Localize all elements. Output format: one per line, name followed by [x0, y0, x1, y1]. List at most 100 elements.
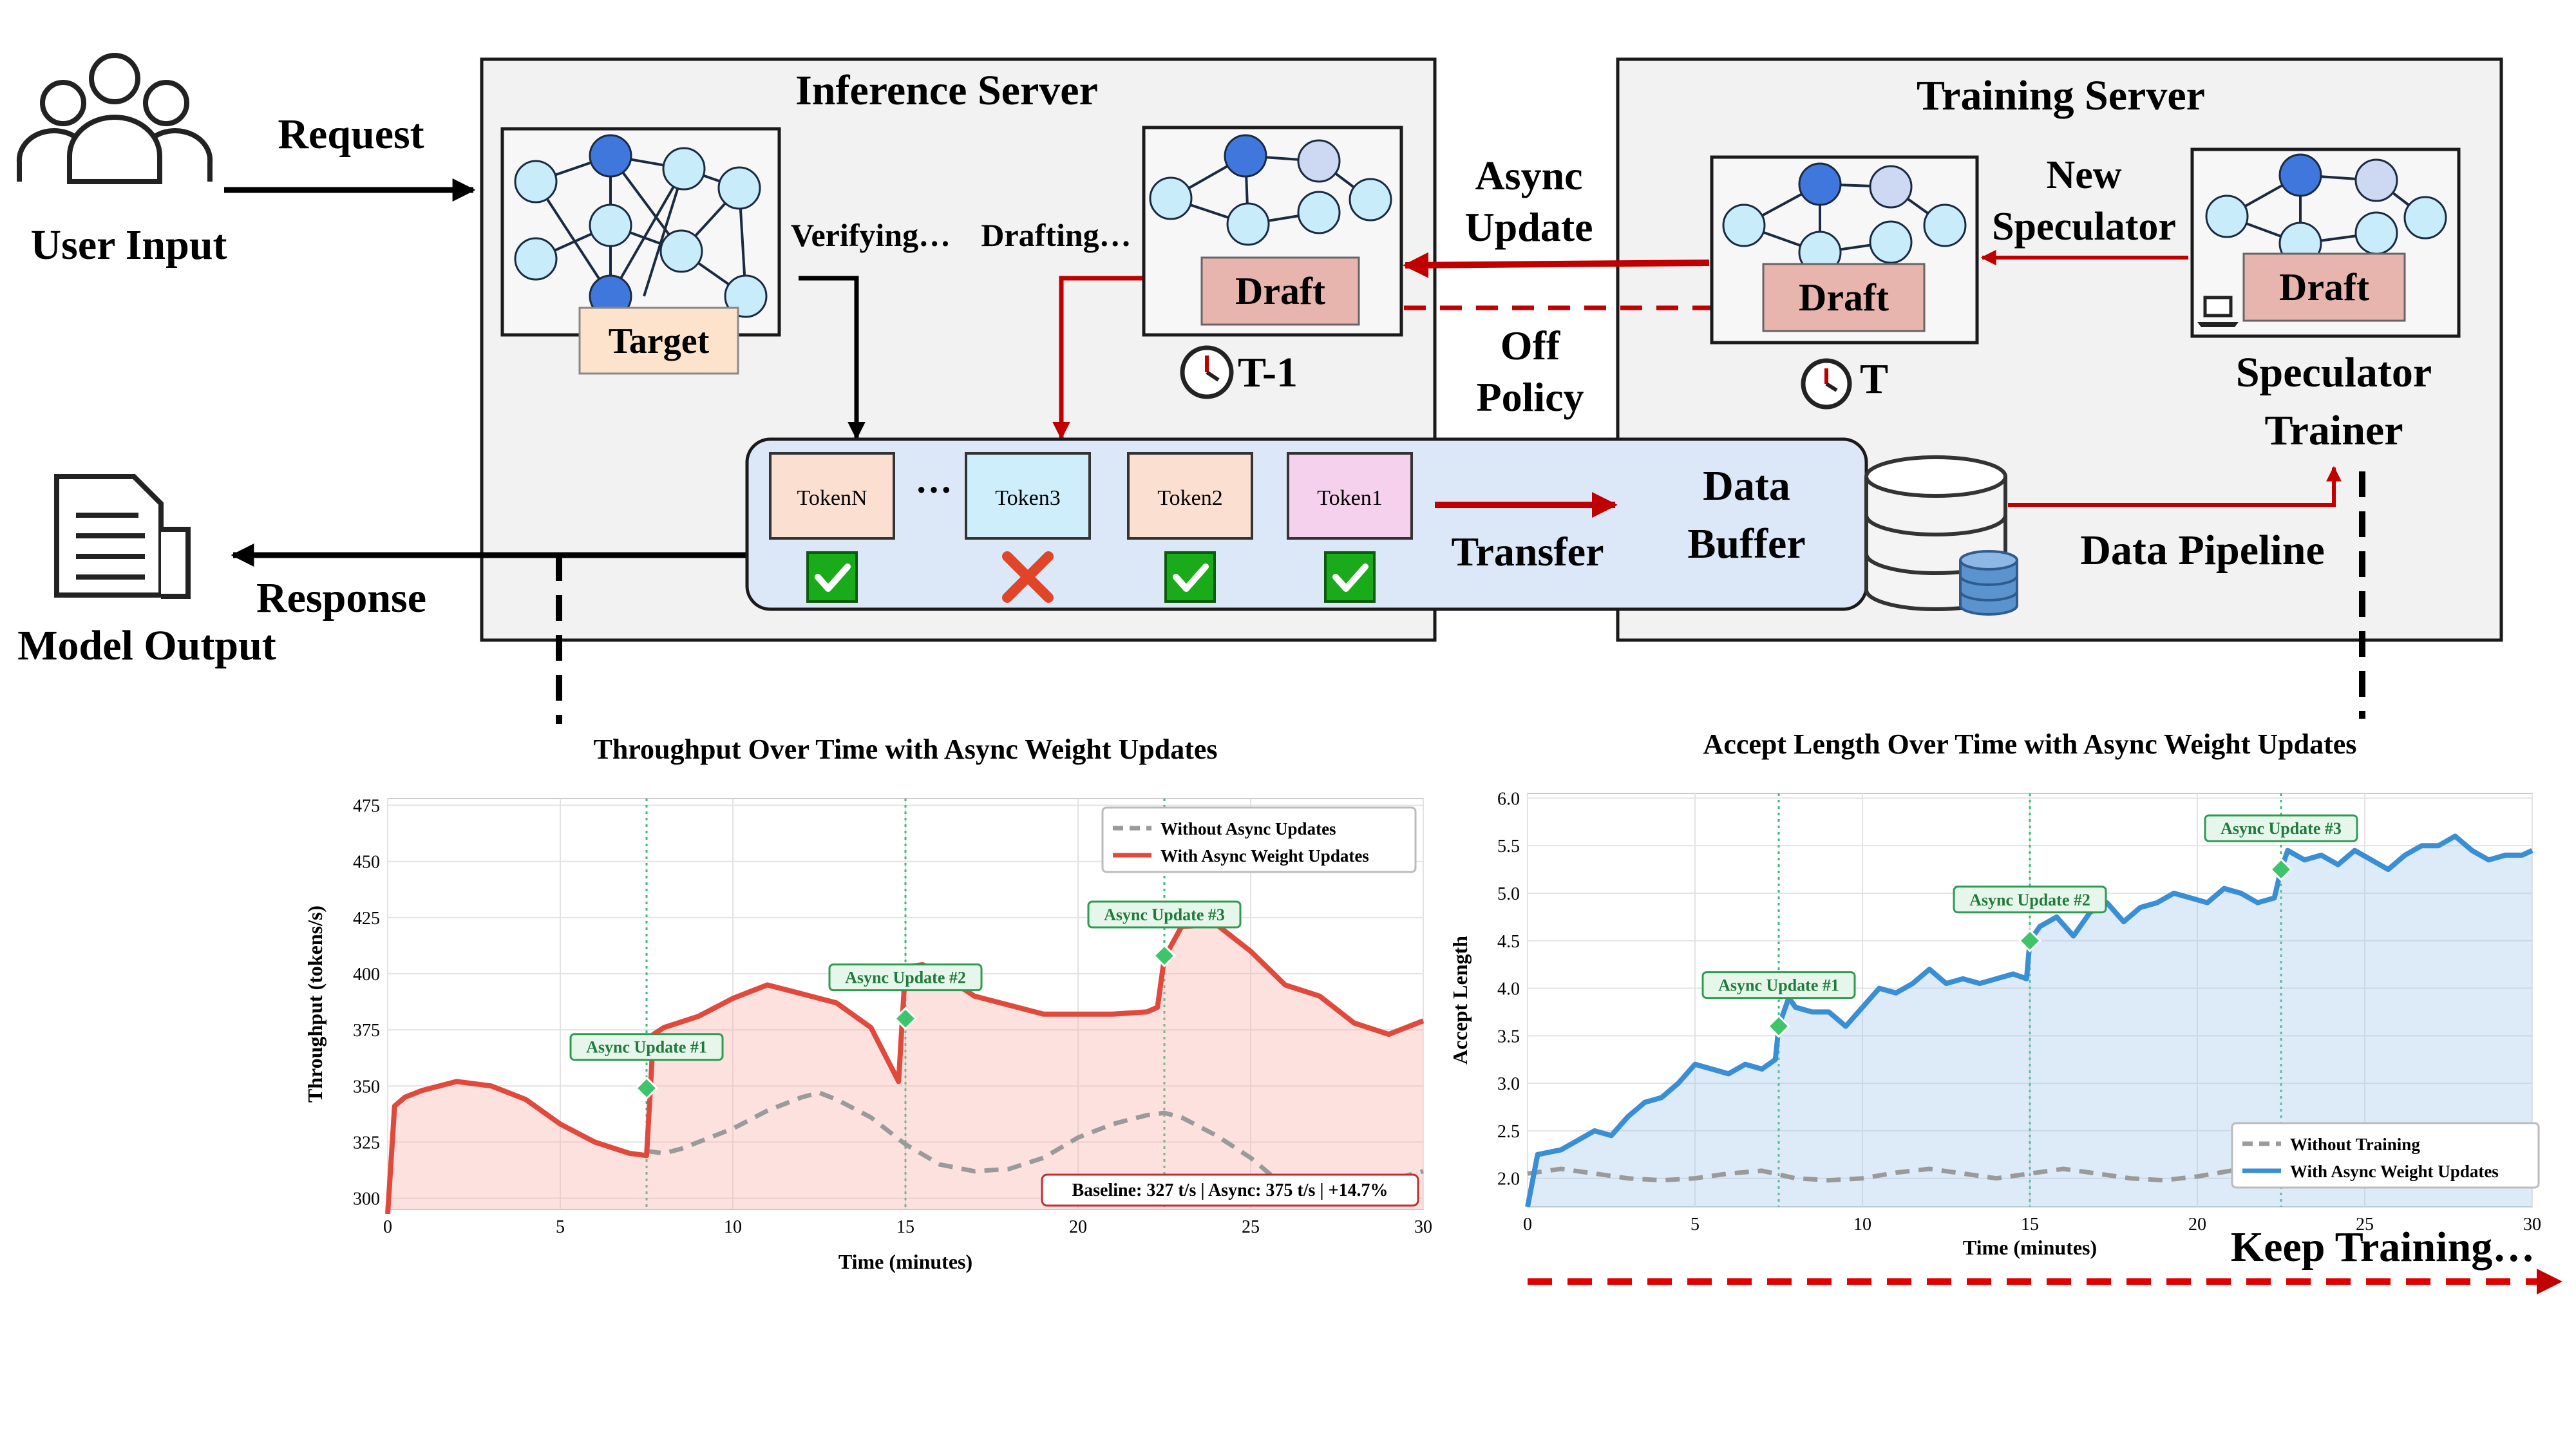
token-box — [965, 452, 1091, 540]
update-annotation-box — [569, 1033, 724, 1061]
draft-label-trainer: Draft — [2279, 266, 2369, 308]
cross-icon — [1002, 551, 1054, 603]
token-box — [1127, 452, 1253, 540]
keep-training-label: Keep Training… — [2231, 1224, 2535, 1271]
async-update-label-line2: Update — [1464, 204, 1593, 250]
check-icon — [806, 551, 858, 603]
x-tick-label: 15 — [896, 1217, 914, 1237]
y-tick-label: 350 — [353, 1077, 380, 1097]
y-tick-label: 4.5 — [1497, 932, 1520, 952]
y-tick-label: 2.5 — [1497, 1122, 1520, 1142]
verifying-label: Verifying… — [791, 217, 951, 253]
new-speculator-label-line1: New — [2046, 153, 2121, 197]
update-annotation-label: Async Update #3 — [1104, 905, 1225, 924]
token-label: Token2 — [1157, 486, 1223, 510]
t-label: T — [1860, 355, 1888, 402]
y-axis-label: Throughput (tokens/s) — [303, 905, 327, 1103]
chart-legend — [1101, 806, 1417, 873]
t-minus-1-label: T-1 — [1238, 349, 1298, 396]
x-tick-label: 30 — [1414, 1217, 1432, 1237]
check-icon — [1164, 551, 1216, 603]
x-tick-label: 0 — [1523, 1215, 1532, 1235]
legend-label: Without Async Updates — [1160, 819, 1336, 838]
training-server-title: Training Server — [1917, 72, 2205, 119]
x-tick-label: 25 — [2356, 1215, 2374, 1235]
update-diamond-marker — [2018, 929, 2042, 952]
update-annotation-box — [1701, 971, 1856, 999]
request-label: Request — [278, 111, 424, 158]
token-box — [1287, 452, 1413, 540]
legend-label: Without Training — [2290, 1135, 2420, 1154]
chart-title: Throughput Over Time with Async Weight U… — [593, 734, 1217, 765]
update-annotation-label: Async Update #1 — [586, 1038, 707, 1057]
new-speculator-label-line2: Speculator — [1992, 205, 2176, 249]
data-pipeline-label: Data Pipeline — [2080, 527, 2324, 574]
data-buffer-label-line2: Buffer — [1687, 520, 1805, 567]
token-box — [769, 452, 895, 540]
throughput-chart: Throughput Over Time with Async Weight U… — [303, 734, 1432, 1273]
x-axis-label: Time (minutes) — [1963, 1236, 2097, 1259]
inference-server-title: Inference Server — [795, 67, 1098, 114]
speculator-trainer-label-line2: Trainer — [2264, 407, 2403, 454]
check-icon — [1324, 551, 1376, 603]
y-tick-label: 325 — [353, 1133, 380, 1153]
y-tick-label: 450 — [353, 853, 380, 873]
data-pipeline-arrow — [2008, 466, 2342, 507]
draft-model-t-minus-1-box: Draft — [1142, 126, 1403, 337]
x-tick-label: 15 — [2021, 1215, 2039, 1235]
update-diamond-marker — [2269, 857, 2293, 882]
summary-label: Baseline: 327 t/s | Async: 375 t/s | +14… — [1072, 1180, 1388, 1200]
update-diamond-marker — [893, 1007, 918, 1030]
y-tick-label: 300 — [353, 1189, 380, 1209]
drafting-label: Drafting… — [981, 217, 1131, 253]
x-tick-label: 5 — [556, 1217, 565, 1237]
async-update-label-line1: Async — [1475, 153, 1582, 198]
model-output-label: Model Output — [17, 622, 276, 669]
token-label: Token3 — [995, 486, 1061, 510]
baseline-series-line — [1527, 1166, 2281, 1183]
update-annotation-label: Async Update #2 — [1969, 891, 2090, 909]
async-update-arrow — [1403, 252, 1710, 278]
database-icon — [1864, 455, 2018, 616]
y-tick-label: 3.0 — [1497, 1074, 1520, 1094]
series-area — [1528, 836, 2532, 1207]
token-list: TokenN Token3 Token2 Token1 — [769, 452, 1413, 603]
off-policy-label-line2: Policy — [1476, 374, 1584, 420]
x-tick-label: 30 — [2523, 1215, 2541, 1235]
x-tick-label: 10 — [1853, 1215, 1871, 1235]
y-tick-label: 400 — [353, 965, 380, 985]
y-tick-label: 425 — [353, 909, 380, 929]
token-label: TokenN — [797, 486, 867, 510]
clock-icon — [1801, 358, 1852, 410]
x-tick-label: 20 — [1069, 1217, 1087, 1237]
speculator-trainer-box: Draft — [2190, 147, 2461, 338]
target-label: Target — [609, 321, 710, 361]
y-tick-label: 3.5 — [1497, 1027, 1520, 1046]
update-annotation-label: Async Update #1 — [1718, 976, 1839, 995]
draft-arrow — [1052, 276, 1142, 440]
update-annotation-box — [1087, 900, 1242, 929]
chart-title: Accept Length Over Time with Async Weigh… — [1703, 728, 2357, 760]
y-tick-label: 6.0 — [1497, 789, 1520, 809]
x-tick-label: 20 — [2188, 1215, 2206, 1235]
data-buffer-label-line1: Data — [1703, 462, 1790, 509]
legend-label: With Async Weight Updates — [1160, 846, 1369, 866]
speculator-trainer-label-line1: Speculator — [2236, 349, 2432, 396]
verify-arrow — [799, 276, 866, 440]
x-tick-label: 10 — [724, 1217, 742, 1237]
y-tick-label: 375 — [353, 1021, 380, 1041]
user-input-label: User Input — [30, 222, 227, 269]
x-tick-label: 0 — [383, 1217, 392, 1237]
draft-label-t: Draft — [1799, 276, 1889, 319]
x-tick-label: 5 — [1690, 1215, 1700, 1235]
laptop-icon — [2197, 296, 2239, 327]
accept-length-chart: Accept Length Over Time with Async Weigh… — [1448, 728, 2541, 1259]
transfer-label: Transfer — [1452, 529, 1604, 574]
chart-legend — [2231, 1122, 2540, 1189]
update-diamond-marker — [1152, 943, 1177, 968]
update-diamond-marker — [1766, 1014, 1791, 1038]
target-model-box: Target — [500, 127, 781, 375]
y-tick-label: 475 — [353, 796, 380, 816]
legend-label: With Async Weight Updates — [2290, 1162, 2499, 1181]
token-label: Token1 — [1317, 486, 1383, 510]
